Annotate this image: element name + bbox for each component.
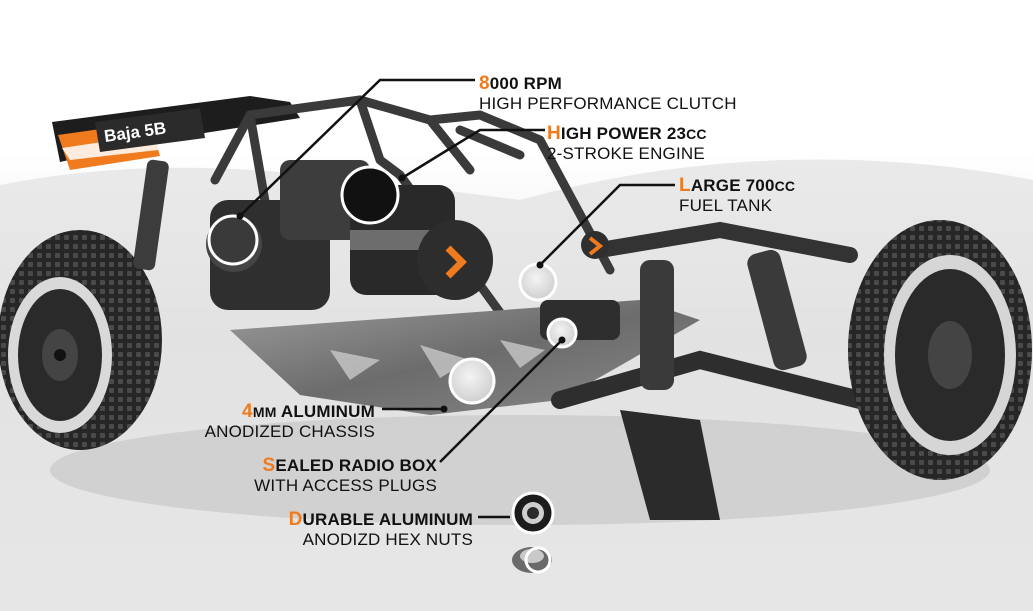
air-filter xyxy=(417,220,493,300)
clutch-detail-bubble xyxy=(207,214,259,266)
engine-detail-bubble xyxy=(340,165,400,225)
callout-engine: HIGH POWER 23CC 2-STROKE ENGINE xyxy=(547,124,707,164)
callout-radio-box-initial: S xyxy=(262,455,276,476)
callout-radio-box-subtitle: WITH ACCESS PLUGS xyxy=(254,476,437,495)
callout-hex-nuts: DURABLE ALUMINUM ANODIZD HEX NUTS xyxy=(262,510,473,550)
radio-box-leader-line xyxy=(439,339,563,463)
callout-radio-box-title: EALED RADIO BOX xyxy=(275,456,437,475)
callout-engine-unit: CC xyxy=(686,126,707,142)
fuel-tank-leader-line xyxy=(539,183,675,266)
callout-hex-nuts-subtitle: ANODIZD HEX NUTS xyxy=(302,530,473,549)
fuel-tank-detail-bubble xyxy=(518,262,558,302)
clutch-leader-line xyxy=(239,78,475,217)
callout-clutch-subtitle: HIGH PERFORMANCE CLUTCH xyxy=(479,94,737,113)
callout-clutch-title: 000 RPM xyxy=(489,74,563,93)
chassis-detail-bubble xyxy=(448,357,496,405)
rear-wing: Baja 5B xyxy=(52,96,300,170)
front-suspension xyxy=(551,221,869,520)
callout-fuel-tank-subtitle: FUEL TANK xyxy=(679,196,773,215)
callout-chassis: 4MM ALUMINUM ANODIZED CHASSIS xyxy=(186,402,375,442)
engine-leader-line xyxy=(401,128,545,180)
leader-lines xyxy=(239,78,675,519)
callout-chassis-unit: MM xyxy=(252,404,277,420)
hex-nut-part xyxy=(512,546,552,574)
callout-hex-nuts-initial: D xyxy=(288,509,303,530)
callout-fuel-tank-initial: L xyxy=(679,175,691,196)
callout-engine-subtitle: 2-STROKE ENGINE xyxy=(547,144,705,163)
callout-hex-nuts-title: URABLE ALUMINUM xyxy=(302,510,473,529)
radio-box-detail-bubble xyxy=(546,317,578,349)
rear-left-wheel xyxy=(0,230,162,450)
front-right-wheel xyxy=(848,220,1032,480)
callout-fuel-tank: LARGE 700CC FUEL TANK xyxy=(679,176,795,216)
callout-fuel-tank-unit: CC xyxy=(774,178,796,194)
callout-radio-box: SEALED RADIO BOX WITH ACCESS PLUGS xyxy=(240,456,437,496)
callout-clutch: 8000 RPM HIGH PERFORMANCE CLUTCH xyxy=(479,74,737,114)
fuel-cap-orange xyxy=(581,231,609,259)
callout-engine-title: IGH POWER 23 xyxy=(560,124,687,143)
callout-engine-initial: H xyxy=(547,123,561,144)
callout-clutch-initial: 8 xyxy=(479,73,490,94)
ground-shadow xyxy=(50,415,990,525)
callout-chassis-initial: 4 xyxy=(242,401,253,422)
rear-shock xyxy=(133,159,169,271)
callout-chassis-subtitle: ANODIZED CHASSIS xyxy=(204,422,375,441)
callout-fuel-tank-title: ARGE 700 xyxy=(690,176,775,195)
callout-chassis-title: ALUMINUM xyxy=(276,402,375,421)
